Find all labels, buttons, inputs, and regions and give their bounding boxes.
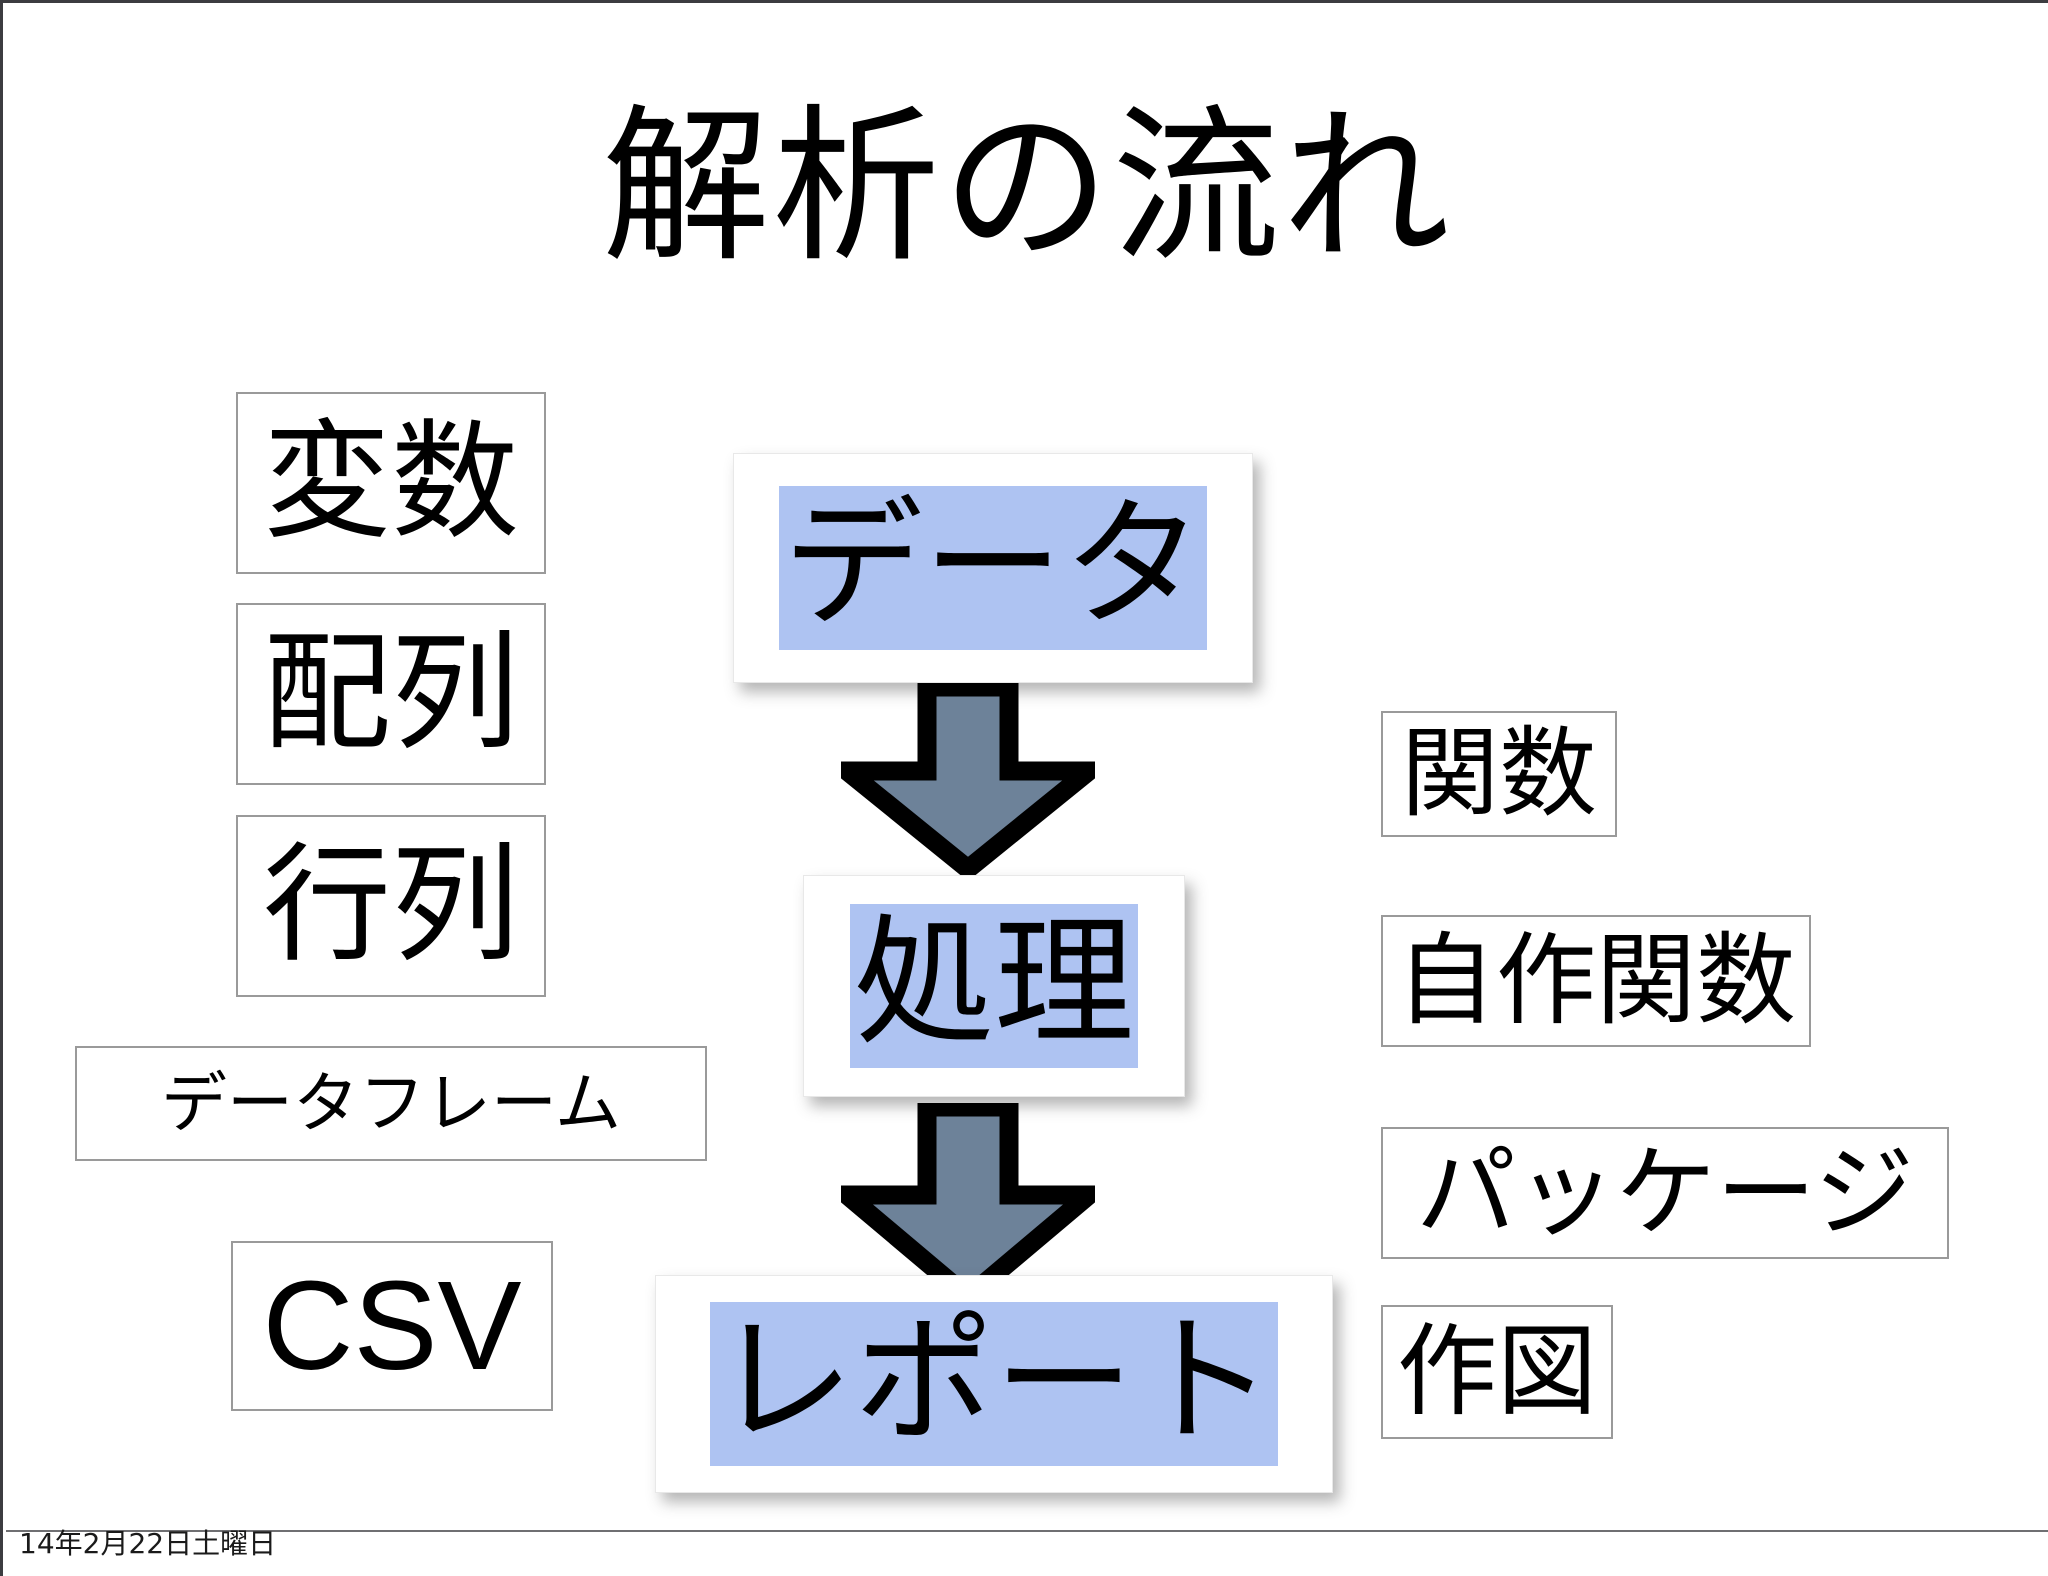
footer-date: 14年2月22日土曜日 xyxy=(19,1527,277,1560)
footer-divider xyxy=(6,1530,2048,1532)
flow-node-label: 処理 xyxy=(849,903,1138,1069)
right-item-label: 関数 xyxy=(1400,717,1597,831)
flow-node-label: データ xyxy=(778,485,1207,651)
left-item-label: 変数 xyxy=(262,408,519,557)
right-item-user-function[interactable]: 自作関数 xyxy=(1381,915,1811,1047)
flow-node-process[interactable]: 処理 xyxy=(803,875,1185,1097)
right-item-label: 自作関数 xyxy=(1396,922,1796,1039)
arrow-process-to-report-icon xyxy=(841,1103,1095,1303)
flow-node-report[interactable]: レポート xyxy=(655,1275,1333,1493)
left-item-matrix[interactable]: 行列 xyxy=(236,815,546,997)
flow-node-data[interactable]: データ xyxy=(733,453,1253,683)
left-item-label: 行列 xyxy=(262,831,519,980)
flow-node-label: レポート xyxy=(709,1301,1278,1467)
left-item-dataframe[interactable]: データフレーム xyxy=(75,1046,707,1161)
right-item-plot[interactable]: 作図 xyxy=(1381,1305,1613,1439)
right-item-label: パッケージ xyxy=(1416,1134,1914,1251)
left-item-label: 配列 xyxy=(262,619,519,768)
page-title: 解析の流れ xyxy=(602,89,1452,285)
left-item-variable[interactable]: 変数 xyxy=(236,392,546,574)
arrow-data-to-process-icon xyxy=(841,683,1095,875)
right-item-label: 作図 xyxy=(1397,1313,1597,1430)
left-item-label: CSV xyxy=(262,1255,522,1396)
right-item-function[interactable]: 関数 xyxy=(1381,711,1617,837)
left-item-array[interactable]: 配列 xyxy=(236,603,546,785)
left-item-label: データフレーム xyxy=(160,1064,622,1142)
right-item-package[interactable]: パッケージ xyxy=(1381,1127,1949,1259)
left-item-csv[interactable]: CSV xyxy=(231,1241,553,1411)
